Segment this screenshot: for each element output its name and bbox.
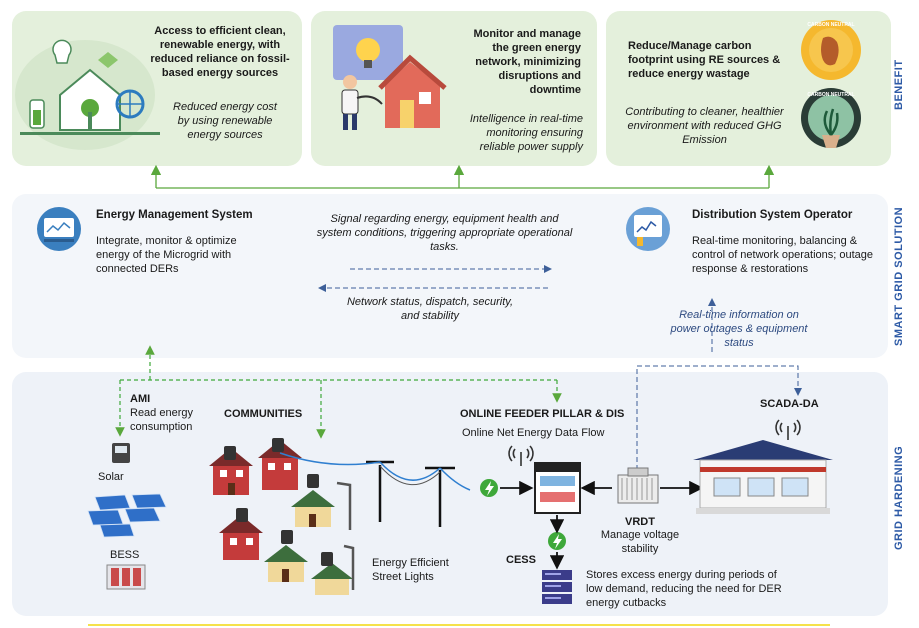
ami-title: AMI [130,393,151,405]
vrdt-transformer [617,467,659,504]
carbon-badge-text-1: CARBON NEUTRAL [807,22,855,28]
scada-label: SCADA-DA [760,398,819,410]
scada-building [693,440,833,514]
streetlights-label: Energy Efficient Street Lights [372,557,449,583]
ems-desc: Integrate, monitor & optimize energy of … [96,235,237,275]
communities-label: COMMUNITIES [224,408,303,420]
benefit-3-desc: Contributing to cleaner, healthier envir… [625,106,784,146]
community-houses [209,438,353,595]
energy-flow-arrows [500,480,704,570]
benefit-1-desc: Reduced energy cost by using renewable e… [173,101,277,141]
ems-icon [37,207,81,251]
cess-desc: Stores excess energy during periods of l… [586,569,782,609]
street-lights [336,481,355,590]
ami-meter-icon [112,443,130,463]
power-lines [279,452,471,527]
benefit-connector [150,164,775,189]
cess-storage-stack [542,570,572,604]
benefit-3-title: Reduce/Manage carbon footprint using RE … [628,40,781,80]
realtime-info-text: Real-time information on power outages &… [670,309,808,349]
vrdt-title: VRDT [625,516,655,528]
feeder-title: ONLINE FEEDER PILLAR & DIS [460,408,625,420]
cess-label: CESS [506,554,536,566]
smart-grid-panel [12,194,888,358]
feeder-desc: Online Net Energy Data Flow [462,427,605,439]
bess-unit [106,564,146,590]
carbon-neutral-badge-2 [801,88,861,148]
dso-title: Distribution System Operator [692,209,853,221]
bess-label: BESS [110,549,140,561]
ems-title: Energy Management System [96,209,253,221]
energy-flow-bolt-1 [480,479,498,497]
benefit-1-title: Access to efficient clean, renewable ene… [150,25,290,79]
dso-icon [626,207,670,251]
bottom-rule [88,624,830,626]
house-2 [258,440,302,490]
feeder-pillar-box [534,462,581,514]
house-5 [264,545,308,582]
solar-label: Solar [98,471,124,483]
house-3 [291,490,335,527]
house-4 [219,515,263,560]
ami-dashed-links [115,345,562,439]
clean-energy-illustration [15,39,160,150]
solar-panels [87,493,167,538]
house-6 [311,563,353,595]
antenna-icon-scada [775,419,801,440]
signal-arrows [318,265,802,470]
monitor-network-illustration [333,25,447,130]
signal-bottom-text: Network status, dispatch, security, and … [346,296,514,322]
vrdt-desc: Manage voltage stability [600,529,680,555]
carbon-badge-text-2: CARBON NEUTRAL [807,92,855,98]
benefit-2-title: Monitor and manage the green energy netw… [473,28,581,96]
dso-desc: Real-time monitoring, balancing & contro… [692,235,874,275]
benefit-2-desc: Intelligence in real-time monitoring ens… [469,113,583,153]
antenna-icon-feeder [508,445,534,466]
ami-desc: Read energy consumption [130,407,193,433]
energy-flow-bolt-2 [548,532,566,550]
signal-top-text: Signal regarding energy, equipment healt… [316,213,573,253]
carbon-neutral-badge-1 [801,20,861,80]
